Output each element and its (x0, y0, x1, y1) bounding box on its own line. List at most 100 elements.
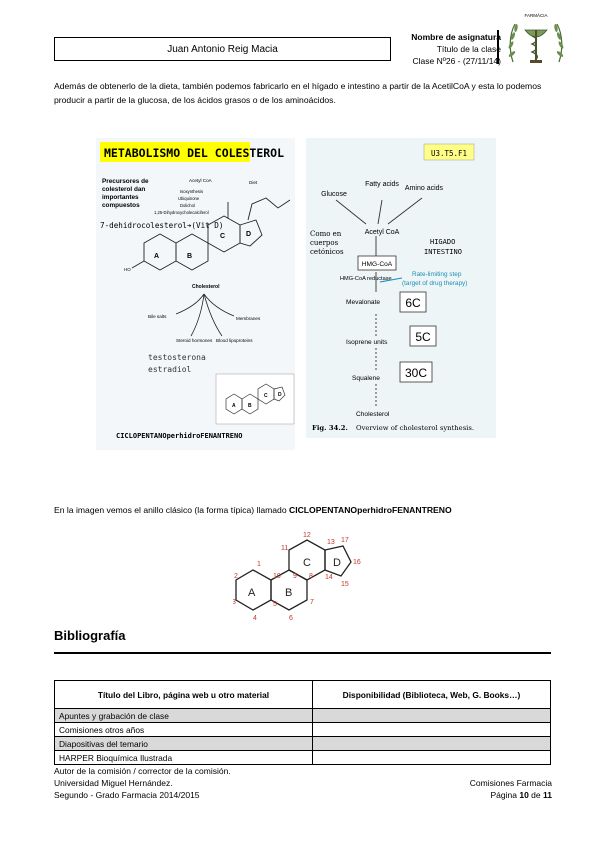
svg-text:C: C (264, 393, 268, 399)
svg-text:C: C (220, 233, 225, 240)
svg-text:1: 1 (257, 561, 261, 568)
row-title: Diapositivas del temario (54, 736, 313, 751)
class-number: Clase Nº26 - (27/11/14) (412, 56, 501, 66)
svg-text:D: D (278, 392, 282, 398)
svg-text:2: 2 (234, 573, 238, 580)
svg-text:B: B (187, 253, 192, 260)
como-line-1: Como en (310, 230, 342, 238)
bibliography-heading: Bibliografía (54, 628, 126, 643)
cholesterol-right-label: Cholesterol (356, 411, 390, 418)
cholesterol-label: Cholesterol (192, 284, 220, 290)
row-title: Apuntes y grabación de clase (54, 708, 313, 723)
label-dihydroxy: 1,25-Dihydroxycholecalciferol (154, 210, 209, 215)
label-dolichol: Dolichol (180, 203, 195, 208)
svg-text:16: 16 (353, 559, 361, 566)
product-bile: Bile salts (148, 314, 167, 319)
figure-cholesterol-right: U3.T5.F1 Glucose Fatty acids Amino acids… (306, 138, 496, 438)
figure-title: METABOLISMO DEL COLESTEROL (104, 146, 284, 160)
table-row: HARPER Bioquímica Ilustrada (54, 750, 552, 765)
hmg-label: HMG-CoA (362, 261, 393, 268)
svg-text:5: 5 (273, 601, 277, 608)
c6-label: 6C (405, 296, 421, 310)
precursors-line-2: colesterol dan (102, 186, 145, 193)
label-acetyl: Acetyl CoA (189, 178, 213, 183)
subject-name: Nombre de asignatura (411, 32, 501, 42)
footer-left: Autor de la comisión / corrector de la c… (54, 765, 231, 801)
svg-text:9: 9 (293, 573, 297, 580)
table-row: Apuntes y grabación de clase (54, 708, 552, 723)
logo-text: FARMÀCIA (524, 12, 547, 18)
ring-description: En la imagen vemos el anillo clásico (la… (54, 505, 452, 515)
svg-text:10: 10 (273, 573, 281, 580)
label-ubiquinone: Ubiquinone (178, 196, 200, 201)
estradiol-label: estradiol (148, 365, 192, 374)
svg-text:6: 6 (289, 615, 293, 622)
column-availability: Disponibilidad (Biblioteca, Web, G. Book… (311, 680, 552, 709)
isoprene-label: Isoprene units (346, 339, 388, 346)
rate-line-1: Rate-limiting step (412, 271, 462, 278)
column-title: Título del Libro, página web u otro mate… (54, 680, 313, 709)
page-number: Página 10 de 11 (490, 790, 553, 800)
footer-line-1: Autor de la comisión / corrector de la c… (54, 766, 231, 776)
author-name: Juan Antonio Reig Macia (167, 43, 278, 55)
svg-text:A: A (154, 253, 159, 260)
table-row: Comisiones otros años (54, 722, 552, 737)
label-isoxynthesis: Isoxynthesis (180, 189, 203, 194)
como-line-3: cetónicos (310, 248, 344, 256)
svg-text:7: 7 (310, 599, 314, 606)
ring-name-label: CICLOPENTANOperhidroFENANTRENO (116, 432, 242, 440)
caption-text: Overview of cholesterol synthesis. (356, 424, 474, 432)
footer-line-2: Universidad Miguel Hernández. (54, 778, 173, 788)
svg-text:C: C (303, 557, 311, 569)
svg-text:15: 15 (341, 581, 349, 588)
pharmacy-logo: FARMÀCIA (505, 10, 567, 68)
figure-cholesterol-left: METABOLISMO DEL COLESTEROL Precursores d… (96, 138, 295, 450)
svg-text:B: B (248, 403, 252, 409)
svg-text:A: A (248, 587, 256, 599)
mevalonate-label: Mevalonate (346, 299, 380, 306)
product-membranes: Membranes (236, 316, 261, 321)
squalene-label: Squalene (352, 375, 380, 382)
ring-description-bold: CICLOPENTANOperhidroFENANTRENO (289, 505, 452, 515)
product-blood: Blood lipoproteins (216, 338, 253, 343)
steroid-structure (131, 197, 291, 271)
svg-text:8: 8 (309, 573, 313, 580)
svg-text:D: D (246, 231, 251, 238)
vit-d-label: 7-dehidrocolesterol➔(Vit D) (100, 221, 223, 230)
reductase-label: HMG-CoA reductase (340, 276, 392, 282)
svg-text:13: 13 (327, 539, 335, 546)
figure-title-highlight (100, 142, 250, 162)
glucose-label: Glucose (321, 191, 347, 198)
label-diet: Diet (249, 180, 258, 185)
precursors-line-4: compuestos (102, 202, 140, 209)
svg-text:4: 4 (253, 615, 257, 622)
ring-description-text: En la imagen vemos el anillo clásico (la… (54, 505, 289, 515)
svg-text:HO: HO (124, 267, 131, 272)
svg-text:A: A (232, 403, 236, 409)
svg-text:B: B (285, 587, 292, 599)
svg-text:12: 12 (303, 532, 311, 539)
header-divider (497, 30, 499, 64)
amino-label: Amino acids (405, 185, 444, 192)
bibliography-rule (54, 652, 551, 654)
como-line-2: cuerpos (310, 239, 339, 247)
svg-text:3: 3 (233, 599, 236, 606)
fatty-label: Fatty acids (365, 181, 399, 188)
figure-code: U3.T5.F1 (431, 149, 467, 158)
precursors-line-1: Precursores de (102, 178, 149, 185)
higado-label: HIGADO (430, 238, 455, 246)
c5-label: 5C (415, 330, 431, 344)
steroid-ring-figure: A B C D 1 2 3 4 5 6 7 8 9 10 11 12 13 14… (232, 528, 365, 624)
header-info: Nombre de asignatura Título de la clase … (411, 31, 501, 67)
table-header-row: Título del Libro, página web u otro mate… (54, 680, 552, 709)
precursors-line-3: importantes (102, 194, 139, 201)
svg-text:11: 11 (281, 545, 288, 552)
mini-ring-structure (225, 383, 286, 415)
caption-bold: Fig. 34.2. (312, 424, 348, 432)
caduceus-icon: FARMÀCIA (508, 12, 564, 63)
product-steroid: Steroid hormones (176, 338, 213, 343)
svg-text:14: 14 (325, 574, 333, 581)
footer-line-3: Segundo - Grado Farmacia 2014/2015 (54, 790, 200, 800)
footer-right: Comisiones Farmacia Página 10 de 11 (470, 777, 552, 801)
bibliography-table: Título del Libro, página web u otro mate… (54, 680, 552, 765)
